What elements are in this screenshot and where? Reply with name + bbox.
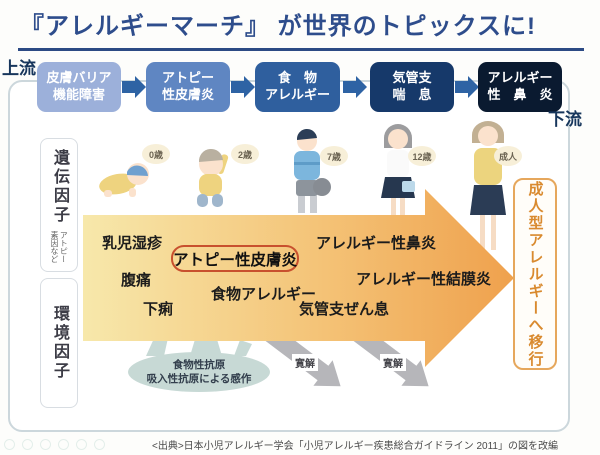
watermark-player-controls [4, 439, 105, 450]
illustration-toddler-2 [197, 148, 229, 207]
age-badge-2: 2歳 [231, 144, 259, 164]
player-control-icon[interactable] [94, 439, 105, 450]
factor-box-environment: 環境因子 [40, 278, 78, 408]
label-downstream: 下流 [548, 110, 582, 129]
age-badge-12: 12歳 [408, 146, 436, 166]
flow-box-allergic-rhinitis: アレルギー 性 鼻 炎 [478, 62, 562, 112]
age-badge-adult: 成人 [494, 146, 522, 166]
symptom-allergic-rhinitis: アレルギー性鼻炎 [316, 235, 437, 252]
sensitization-line1: 食物性抗原 [172, 358, 226, 371]
symptom-allergic-conjunctivitis: アレルギー性結膜炎 [356, 271, 492, 288]
remission-label: 寛解 [380, 354, 406, 371]
flow-box-food-allergy: 食 物 アレルギー [255, 62, 340, 112]
flow-box-atopic-dermatitis: アトピー 性皮膚炎 [146, 62, 230, 112]
flow-arrow-icon [343, 76, 367, 98]
age-badge-7: 7歳 [320, 146, 348, 166]
sensitization-line2: 吸入性抗原による感作 [146, 373, 252, 385]
flow-arrow-icon [122, 76, 146, 98]
transition-label: 成人型アレルギーへ移行 [526, 180, 544, 368]
symptom-infant-eczema: 乳児湿疹 [102, 235, 163, 252]
citation-text: <出典>日本小児アレルギー学会「小児アレルギー疾患総合ガイドライン 2011」の… [152, 441, 558, 452]
illustration-baby-0 [99, 163, 149, 197]
flow-box-asthma: 気管支 喘 息 [370, 62, 454, 112]
march-arrow [83, 189, 514, 367]
flow-arrow-icon [455, 76, 479, 98]
transition-box: 成人型アレルギーへ移行 [513, 178, 557, 370]
flow-arrow-icon [231, 76, 255, 98]
symptom-bronchial-asthma: 気管支ぜん息 [299, 301, 390, 318]
factor-box-genetic: 遺伝因子 アトピー 素因など [40, 138, 78, 272]
symptom-food-allergy: 食物アレルギー [211, 286, 317, 303]
sensitization-ellipse: 食物性抗原 吸入性抗原による感作 [128, 352, 270, 392]
label-upstream: 上流 [2, 59, 36, 78]
age-badge-0: 0歳 [142, 144, 170, 164]
player-control-icon[interactable] [40, 439, 51, 450]
symptom-abdominal-pain: 腹痛 [121, 272, 152, 289]
title-underline [18, 48, 584, 51]
flow-box-skin-barrier: 皮膚バリア 機能障害 [37, 62, 121, 112]
symptom-diarrhea: 下痢 [143, 301, 174, 318]
player-control-icon[interactable] [22, 439, 33, 450]
factor-environment-label: 環境因子 [51, 305, 68, 381]
factor-genetic-sublabel: アトピー 素因など [50, 231, 69, 263]
player-control-icon[interactable] [4, 439, 15, 450]
illustration-woman-adult [470, 121, 506, 250]
remission-label: 寛解 [292, 354, 318, 371]
page-title: 『アレルギーマーチ』 が世界のトピックスに! [20, 13, 536, 40]
factor-genetic-label: 遺伝因子 [51, 149, 68, 225]
player-control-icon[interactable] [76, 439, 87, 450]
player-control-icon[interactable] [58, 439, 69, 450]
illustration-boy-7 [294, 128, 331, 213]
illustration-girl-12 [381, 124, 415, 222]
symptom-atopic-dermatitis-boxed: アトピー性皮膚炎 [171, 245, 299, 272]
